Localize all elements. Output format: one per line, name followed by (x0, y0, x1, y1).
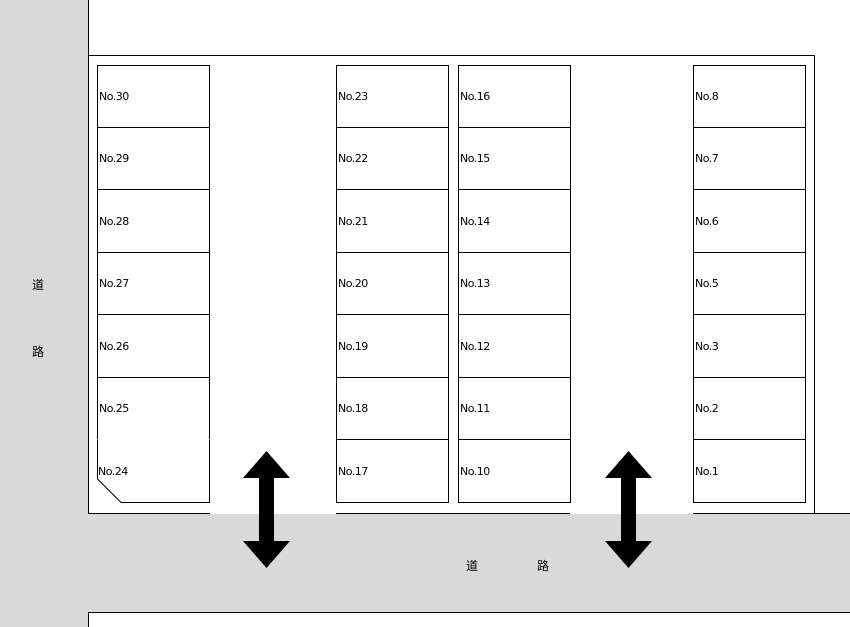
parking-space-26[interactable]: No.26 (97, 314, 210, 378)
space-label: No.7 (695, 152, 719, 165)
lot-top-boundary (88, 55, 815, 56)
parking-space-19[interactable]: No.19 (336, 314, 449, 378)
chamfered-space-outline (97, 439, 210, 503)
neighbor-left-boundary (88, 612, 89, 627)
space-label: No.26 (99, 339, 129, 353)
parking-space-10[interactable]: No.10 (458, 439, 571, 503)
parking-space-15[interactable]: No.15 (458, 127, 571, 190)
lot-right-boundary (814, 55, 815, 514)
parking-space-11[interactable]: No.11 (458, 377, 571, 440)
parking-space-18[interactable]: No.18 (336, 377, 449, 440)
space-label: No.24 (98, 464, 128, 478)
parking-space-7[interactable]: No.7 (693, 127, 806, 190)
parking-space-21[interactable]: No.21 (336, 189, 449, 253)
space-label: No.12 (460, 339, 490, 353)
bottom-road-label-2: 路 (537, 559, 550, 573)
parking-space-2[interactable]: No.2 (693, 377, 806, 440)
parking-space-27[interactable]: No.27 (97, 252, 210, 315)
space-label: No.25 (99, 402, 129, 415)
parking-space-1[interactable]: No.1 (693, 439, 806, 503)
neighbor-top-boundary (88, 612, 850, 613)
parking-space-29[interactable]: No.29 (97, 127, 210, 190)
space-label: No.21 (338, 214, 368, 228)
parking-space-28[interactable]: No.28 (97, 189, 210, 253)
double-arrow-vertical-icon (605, 451, 652, 568)
parking-space-3[interactable]: No.3 (693, 314, 806, 378)
space-label: No.8 (695, 90, 719, 103)
parking-space-8[interactable]: No.8 (693, 65, 806, 128)
space-label: No.18 (338, 402, 368, 415)
double-arrow-vertical-icon (243, 451, 290, 568)
parking-space-6[interactable]: No.6 (693, 189, 806, 253)
space-label: No.11 (460, 402, 490, 415)
space-label: No.30 (99, 90, 129, 103)
parking-space-16[interactable]: No.16 (458, 65, 571, 128)
space-label: No.1 (695, 464, 719, 478)
bottom-road-label-1: 道 (466, 559, 479, 573)
space-label: No.15 (460, 152, 490, 165)
space-label: No.10 (460, 464, 490, 478)
space-label: No.19 (338, 339, 368, 353)
space-label: No.3 (695, 339, 719, 353)
space-label: No.2 (695, 402, 719, 415)
space-label: No.17 (338, 464, 368, 478)
parking-space-14[interactable]: No.14 (458, 189, 571, 253)
space-label: No.20 (338, 277, 368, 290)
space-label: No.28 (99, 214, 129, 228)
left-road-label-1: 道 (32, 278, 45, 292)
parking-space-22[interactable]: No.22 (336, 127, 449, 190)
lot-left-boundary (88, 0, 89, 514)
bottom-road (88, 514, 850, 612)
parking-space-17[interactable]: No.17 (336, 439, 449, 503)
space-label: No.5 (695, 277, 719, 290)
parking-space-5[interactable]: No.5 (693, 252, 806, 315)
space-label: No.23 (338, 90, 368, 103)
space-label: No.16 (460, 90, 490, 103)
parking-space-12[interactable]: No.12 (458, 314, 571, 378)
parking-space-20[interactable]: No.20 (336, 252, 449, 315)
space-label: No.14 (460, 214, 490, 228)
space-label: No.29 (99, 152, 129, 165)
parking-space-24[interactable]: No.24 (97, 439, 210, 503)
lot-bottom-boundary-1 (88, 513, 210, 514)
parking-space-25[interactable]: No.25 (97, 377, 210, 440)
space-label: No.27 (99, 277, 129, 290)
space-label: No.13 (460, 277, 490, 290)
parking-space-30[interactable]: No.30 (97, 65, 210, 128)
lot-bottom-boundary-2 (336, 513, 570, 514)
left-road (0, 0, 88, 627)
parking-space-23[interactable]: No.23 (336, 65, 449, 128)
left-road-label-2: 路 (32, 345, 45, 359)
parking-space-13[interactable]: No.13 (458, 252, 571, 315)
space-label: No.6 (695, 214, 719, 228)
lot-bottom-boundary-3 (693, 513, 850, 514)
space-label: No.22 (338, 152, 368, 165)
